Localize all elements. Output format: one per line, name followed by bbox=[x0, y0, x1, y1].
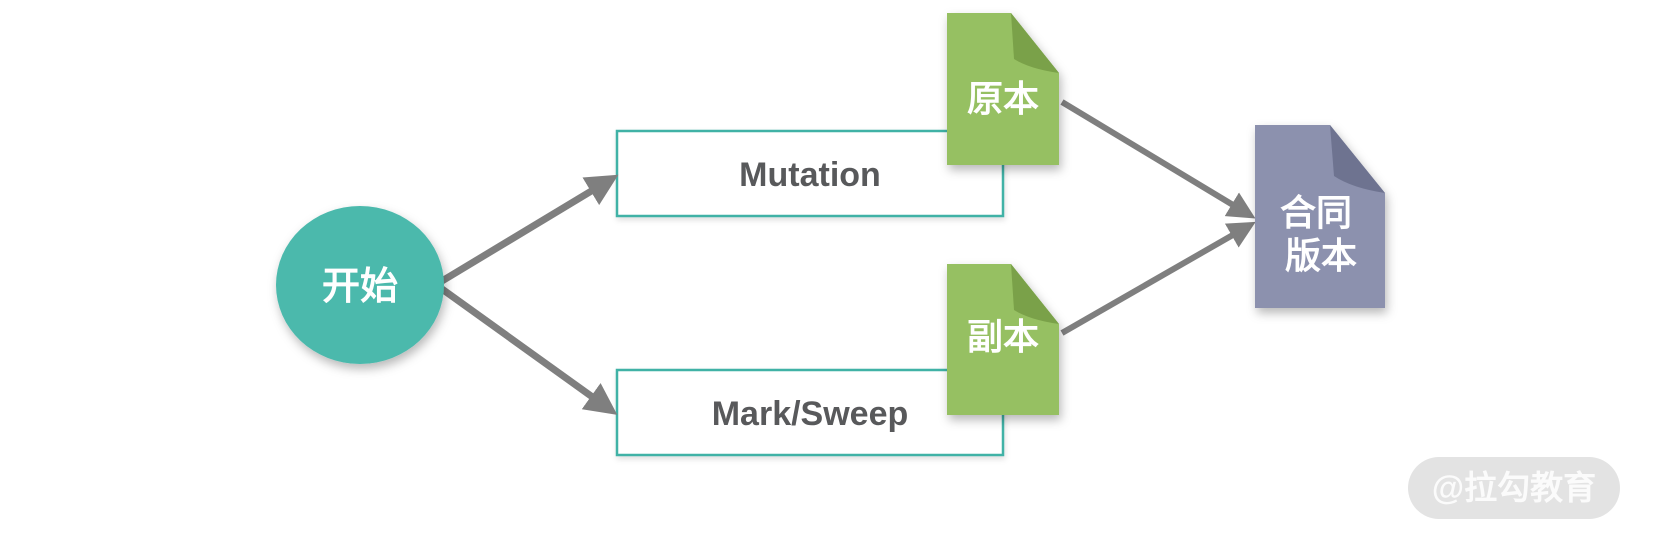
document-merged[interactable]: 合同 版本 bbox=[1255, 125, 1385, 308]
process-box-mutation-rect bbox=[615, 129, 1005, 218]
process-box-mark-sweep-rect bbox=[615, 368, 1005, 457]
process-box-mutation[interactable]: Mutation bbox=[615, 129, 1005, 218]
start-node-circle bbox=[276, 206, 444, 364]
start-node[interactable]: 开始 bbox=[276, 206, 444, 364]
document-original[interactable]: 原本 bbox=[947, 13, 1059, 165]
document-copy-fold-icon bbox=[1011, 264, 1059, 324]
start-node-label: 开始 bbox=[322, 266, 398, 308]
watermark-pill bbox=[1408, 457, 1620, 519]
document-merged-label-line1: 合同 bbox=[1280, 192, 1352, 233]
process-box-mark-sweep[interactable]: Mark/Sweep bbox=[615, 368, 1005, 457]
document-original-label: 原本 bbox=[967, 78, 1039, 119]
arrow-start-to-mark-sweep bbox=[439, 286, 618, 415]
process-box-mutation-label: Mutation bbox=[739, 156, 881, 194]
watermark: @拉勾教育 bbox=[1408, 457, 1620, 519]
arrow-start-to-mutation bbox=[440, 174, 619, 284]
arrow-copy-to-merged bbox=[1060, 221, 1256, 336]
document-copy-label: 副本 bbox=[967, 316, 1039, 357]
document-original-fold-icon bbox=[1011, 13, 1059, 73]
document-merged-label: 合同 版本 bbox=[1280, 192, 1362, 276]
document-merged-label-line2: 版本 bbox=[1285, 235, 1357, 276]
process-box-mark-sweep-label: Mark/Sweep bbox=[712, 395, 909, 433]
watermark-label: @拉勾教育 bbox=[1432, 469, 1596, 506]
arrow-original-to-merged bbox=[1060, 99, 1256, 219]
document-merged-fold-icon bbox=[1330, 125, 1385, 193]
document-copy[interactable]: 副本 bbox=[947, 264, 1059, 415]
